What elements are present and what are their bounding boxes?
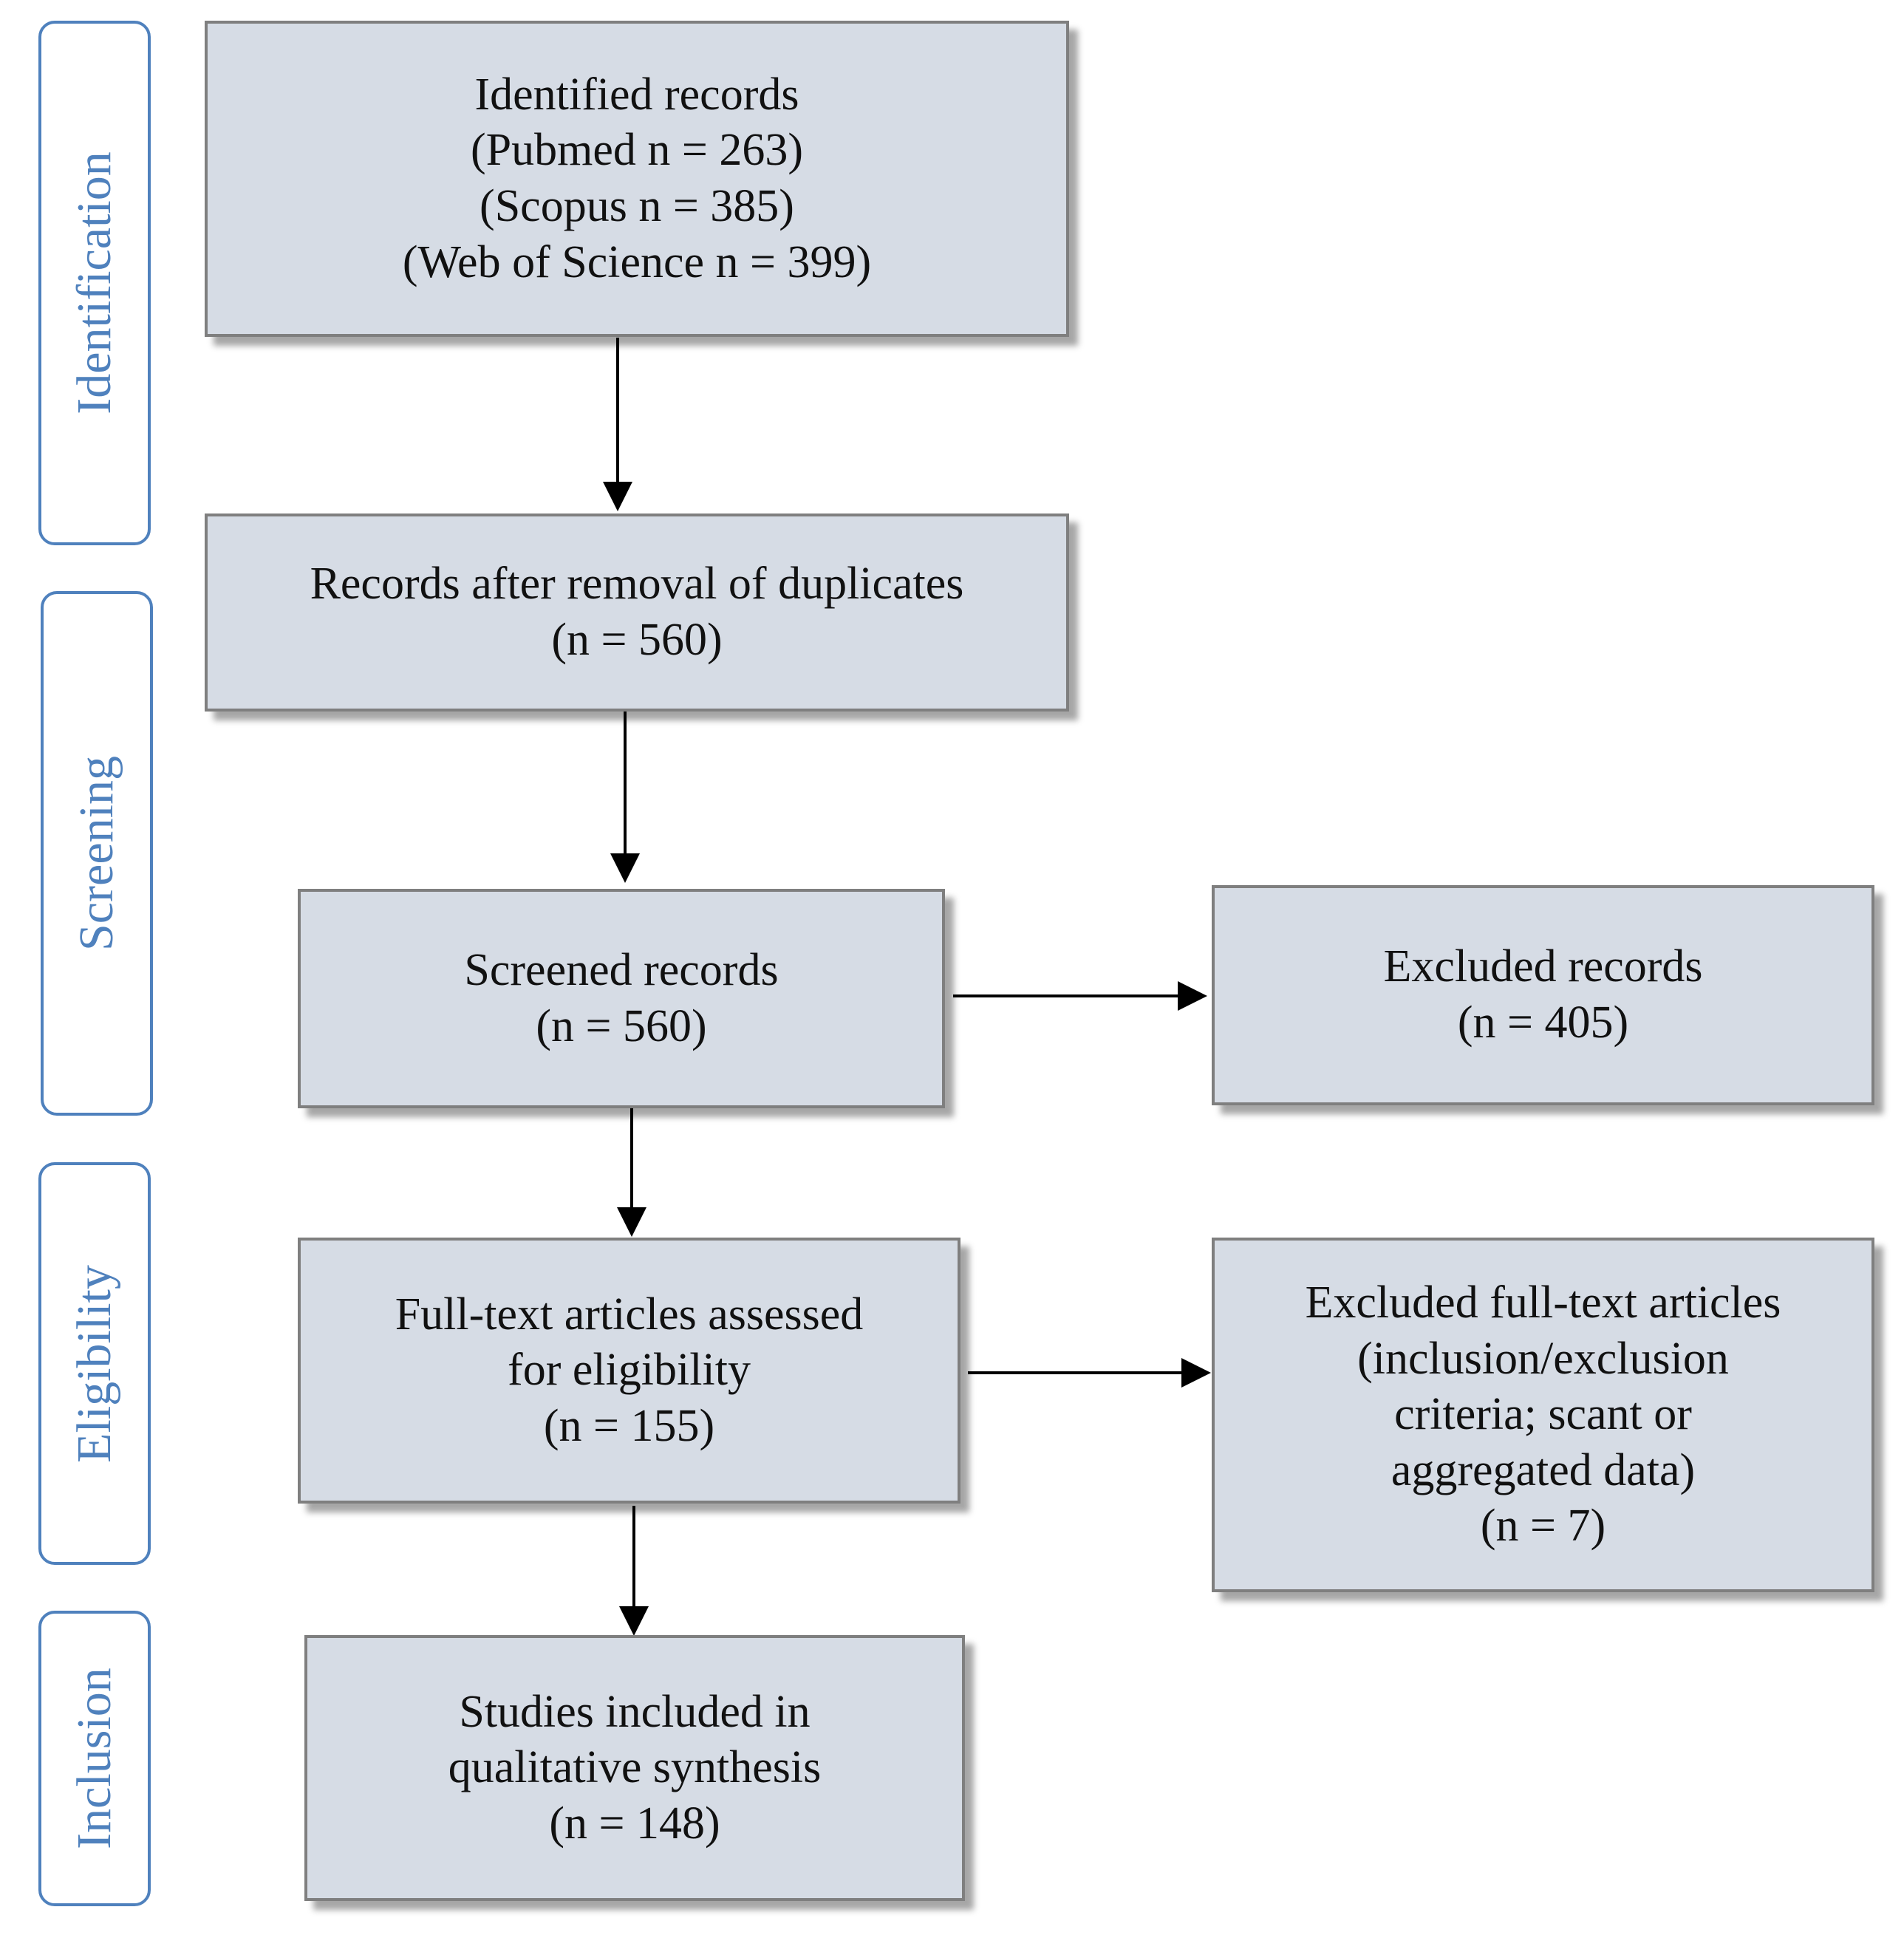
studies-included-box: Studies included in qualitative synthesi… — [304, 1635, 965, 1901]
deduplicated-records-title: Records after removal of duplicates — [310, 559, 964, 610]
full-text-assessed-title-line1: Full-text articles assessed — [395, 1289, 864, 1340]
excluded-full-text-line1: Excluded full-text articles — [1305, 1277, 1781, 1328]
deduplicated-records-box: Records after removal of duplicates (n =… — [205, 513, 1069, 712]
phase-identification: Identification — [38, 21, 151, 545]
identified-pubmed-count: (Pubmed n = 263) — [471, 125, 803, 176]
excluded-records-count: (n = 405) — [1457, 997, 1629, 1048]
excluded-full-text-count: (n = 7) — [1480, 1501, 1606, 1552]
identified-records-box: Identified records (Pubmed n = 263) (Sco… — [205, 21, 1069, 337]
identified-wos-count: (Web of Science n = 399) — [402, 236, 872, 287]
screened-records-box: Screened records (n = 560) — [298, 889, 945, 1108]
excluded-full-text-line3: criteria; scant or — [1394, 1389, 1692, 1440]
studies-included-count: (n = 148) — [549, 1798, 720, 1849]
full-text-assessed-box: Full-text articles assessed for eligibil… — [298, 1238, 960, 1504]
identified-records-text: Identified records (Pubmed n = 263) (Sco… — [403, 67, 871, 291]
excluded-full-text-text: Excluded full-text articles (inclusion/e… — [1306, 1275, 1781, 1555]
studies-included-text: Studies included in qualitative synthesi… — [448, 1685, 822, 1852]
excluded-full-text-line2: (inclusion/exclusion — [1357, 1333, 1729, 1384]
excluded-records-box: Excluded records (n = 405) — [1212, 885, 1874, 1105]
full-text-assessed-text: Full-text articles assessed for eligibil… — [395, 1287, 864, 1455]
excluded-full-text-line4: aggregated data) — [1391, 1444, 1696, 1495]
phase-screening: Screening — [41, 591, 153, 1116]
identified-scopus-count: (Scopus n = 385) — [480, 181, 794, 231]
full-text-assessed-count: (n = 155) — [543, 1400, 715, 1451]
excluded-records-title: Excluded records — [1383, 941, 1703, 992]
identified-records-title: Identified records — [474, 69, 799, 120]
full-text-assessed-title-line2: for eligibility — [508, 1345, 751, 1396]
studies-included-line1: Studies included in — [459, 1686, 811, 1737]
screened-records-text: Screened records (n = 560) — [464, 943, 778, 1054]
screened-records-title: Screened records — [464, 944, 779, 995]
phase-inclusion: Inclusion — [38, 1611, 151, 1906]
excluded-full-text-box: Excluded full-text articles (inclusion/e… — [1212, 1238, 1874, 1592]
deduplicated-records-count: (n = 560) — [551, 615, 723, 665]
screened-records-count: (n = 560) — [536, 1000, 707, 1051]
studies-included-line2: qualitative synthesis — [448, 1742, 822, 1793]
deduplicated-records-text: Records after removal of duplicates (n =… — [310, 556, 964, 668]
excluded-records-text: Excluded records (n = 405) — [1383, 939, 1702, 1051]
phase-eligibility: Eligibility — [38, 1162, 151, 1565]
